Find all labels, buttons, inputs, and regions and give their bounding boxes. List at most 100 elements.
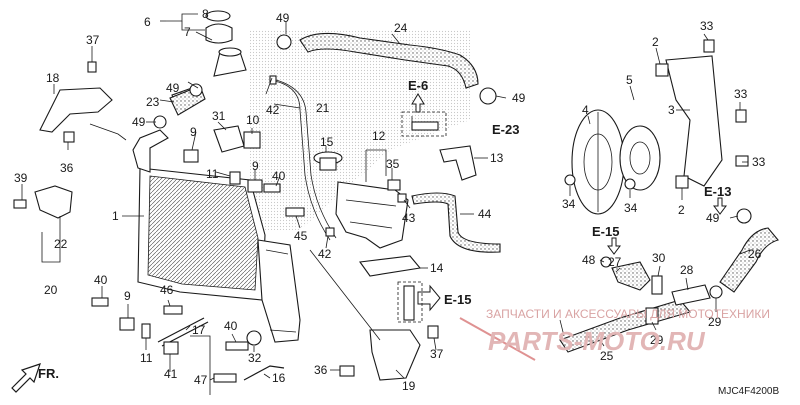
collar-11a[interactable] (141, 323, 151, 339)
fan-4[interactable] (571, 109, 625, 215)
bolt-40b[interactable] (225, 341, 249, 351)
callout-26: 26 (748, 247, 762, 261)
callout-32: 32 (248, 351, 262, 365)
bolt-33b[interactable] (735, 109, 747, 123)
clamp-49b[interactable] (479, 87, 497, 105)
callout-34b: 34 (624, 201, 638, 215)
reserve-tank-cap[interactable] (313, 151, 343, 171)
tank-bracket-14[interactable] (359, 255, 422, 277)
stay-16[interactable] (243, 365, 285, 381)
radiator-cap-8[interactable] (205, 10, 231, 22)
callout-37a: 37 (86, 33, 100, 47)
callout-35: 35 (386, 157, 400, 171)
callout-8: 8 (202, 7, 209, 21)
bolt-15[interactable] (403, 285, 415, 321)
grommet-2b[interactable] (675, 175, 689, 189)
bolt-40a[interactable] (91, 297, 109, 307)
callout-49b: 49 (512, 91, 526, 105)
bolt-37a[interactable] (87, 61, 97, 73)
callout-39: 39 (14, 171, 28, 185)
collar-10[interactable] (243, 131, 261, 149)
callout-9c: 9 (124, 289, 131, 303)
callout-43: 43 (402, 211, 416, 225)
clamp-31[interactable] (213, 125, 245, 153)
radiator[interactable] (132, 129, 301, 343)
bolt-45[interactable] (285, 207, 305, 217)
bracket-19[interactable] (369, 329, 421, 381)
e13-arrow-down (713, 197, 727, 215)
callout-28: 28 (680, 263, 694, 277)
nut-41[interactable] (163, 341, 179, 355)
watermark-line (459, 317, 536, 361)
shroud-bracket-18[interactable] (39, 87, 113, 133)
clamp-49c[interactable] (189, 83, 203, 97)
bolt-47[interactable] (213, 373, 237, 383)
filler-neck-7[interactable] (213, 47, 247, 77)
callout-4: 4 (582, 103, 589, 117)
hose-28-pipe[interactable] (671, 284, 711, 306)
ref-e6: E-6 (408, 78, 428, 93)
nut-34a[interactable] (564, 174, 576, 186)
grommet-9b[interactable] (247, 179, 263, 193)
clip-29a[interactable] (645, 307, 659, 325)
callout-15: 15 (320, 135, 334, 149)
clamp-42a[interactable] (269, 75, 277, 85)
bolt-36a[interactable] (63, 131, 75, 143)
bolt-39[interactable] (13, 199, 27, 209)
bolt-33a[interactable] (703, 39, 715, 53)
bolt-36b[interactable] (339, 365, 355, 377)
watermark-text: ЗАПЧАСТИ И АКСЕССУАРЫ ДЛЯ МОТОТЕХНИКИ (486, 307, 770, 321)
callout-9a: 9 (190, 125, 197, 139)
callout-45: 45 (294, 229, 308, 243)
reserve-tank-hose[interactable] (411, 192, 501, 253)
callout-22: 22 (54, 237, 68, 251)
clamp-49e[interactable] (736, 208, 752, 224)
bolt-46[interactable] (163, 305, 183, 315)
e15-dashed-box (397, 281, 423, 323)
grommet-2a[interactable] (655, 63, 669, 77)
callout-49d: 49 (132, 115, 146, 129)
callout-7: 7 (184, 25, 191, 39)
callout-40b: 40 (272, 169, 286, 183)
fan-motor-5[interactable] (619, 125, 661, 191)
gear-32[interactable] (246, 330, 262, 346)
callout-49e: 49 (706, 211, 720, 225)
callout-21: 21 (316, 101, 330, 115)
callout-42a: 42 (266, 103, 280, 117)
callout-42b: 42 (318, 247, 332, 261)
front-direction-indicator: FR. (11, 363, 59, 393)
callout-37b: 37 (430, 347, 444, 361)
bolt-35[interactable] (387, 179, 401, 191)
clip-29b[interactable] (709, 285, 723, 299)
reserve-tank[interactable] (335, 181, 409, 249)
clamp-42b[interactable] (325, 227, 335, 237)
grommet-9a[interactable] (119, 317, 135, 331)
callout-5: 5 (626, 73, 633, 87)
hose-27[interactable] (611, 261, 651, 291)
nut-34b[interactable] (624, 178, 636, 190)
bolt-e6[interactable] (411, 121, 439, 131)
clip-30[interactable] (651, 275, 663, 295)
bolt-37b[interactable] (427, 325, 439, 339)
ref-e15a: E-15 (592, 224, 619, 239)
clip-43[interactable] (397, 193, 407, 203)
callout-34a: 34 (562, 197, 576, 211)
mount-bracket-22[interactable] (34, 185, 73, 219)
upper-radiator-hose[interactable] (299, 32, 479, 89)
bolt-40c[interactable] (263, 183, 281, 193)
e6-dashed-box (401, 111, 447, 137)
overflow-tube[interactable] (269, 79, 331, 241)
callout-49a: 49 (276, 11, 290, 25)
cap-6[interactable] (205, 23, 233, 44)
clip-48[interactable] (600, 256, 612, 268)
bracket-13[interactable] (439, 145, 477, 181)
collar-11b[interactable] (229, 171, 241, 185)
grommet-9c[interactable] (183, 149, 199, 163)
clamp-49a[interactable] (276, 34, 292, 50)
bolt-33c[interactable] (735, 155, 749, 167)
fr-label: FR. (38, 366, 59, 381)
water-pipe-26[interactable] (719, 227, 779, 293)
fan-shroud-3[interactable] (665, 55, 723, 187)
